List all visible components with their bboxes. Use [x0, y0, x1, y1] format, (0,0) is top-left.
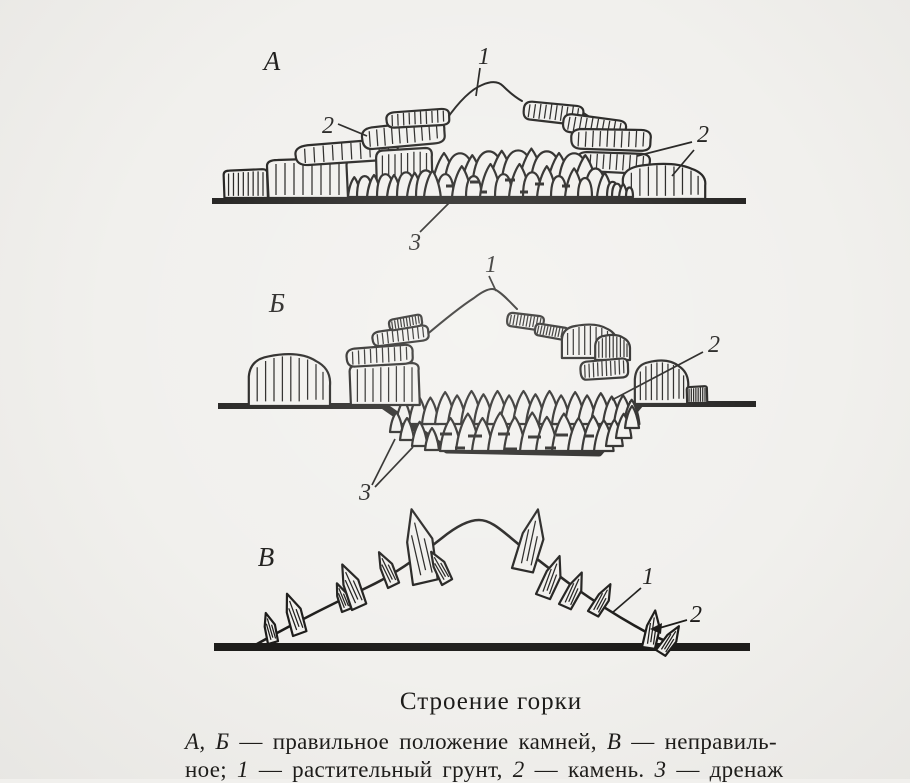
mound-profile-v: [257, 520, 678, 645]
callout-1-label-v: 1: [642, 564, 654, 590]
legend-key-3: 3: [654, 757, 666, 782]
legend-line-1: А, Б — правильное положение камней, В — …: [185, 728, 797, 756]
figure-illustration: А 1 2 2 3: [0, 0, 910, 680]
callout-3-leaders-b: [372, 439, 413, 487]
legend-text: ное;: [185, 757, 237, 782]
callout-3-leader-a: [420, 203, 449, 232]
callout-3-label-a: 3: [408, 230, 421, 256]
legend-text: — растительный грунт,: [249, 757, 513, 782]
legend-text: — камень.: [525, 757, 655, 782]
callout-2-label-b: 2: [708, 332, 720, 358]
figure-caption: Строение горки А, Б — правильное положен…: [185, 688, 797, 783]
callout-1-leader-a: [476, 68, 480, 96]
diagram-a: А 1 2 2 3: [212, 44, 746, 256]
legend-key-2: 2: [513, 757, 525, 782]
callout-1-label-a: 1: [478, 44, 490, 70]
mound-profile-b: [424, 289, 517, 337]
diagram-v: В 1 2: [214, 506, 750, 657]
legend-text: — дренаж: [666, 757, 783, 782]
stone-group-v: [260, 506, 684, 657]
legend-key-1: 1: [237, 757, 249, 782]
diagram-a-label: А: [262, 46, 281, 76]
pebble-cluster-b: [390, 391, 639, 451]
callout-1-leader-v: [612, 588, 641, 613]
callout-2-left-leader-a: [338, 124, 367, 136]
callout-2-right-label-a: 2: [697, 122, 709, 148]
figure-title: Строение горки: [185, 688, 797, 716]
legend-text: — неправиль-: [621, 729, 777, 754]
legend-text: — правильное положение камней,: [229, 729, 607, 754]
diagram-v-label: В: [258, 542, 275, 572]
diagram-b-label: Б: [268, 288, 285, 318]
figure-legend: А, Б — правильное положение камней, В — …: [185, 728, 797, 783]
diagram-b: Б 1 2 3: [218, 252, 756, 506]
callout-3-label-b: 3: [358, 480, 371, 506]
legend-key-v: В: [607, 729, 621, 754]
callout-2-label-v: 2: [690, 602, 702, 628]
stone-group-b: [249, 311, 707, 406]
callout-2-left-label-a: 2: [322, 113, 334, 139]
legend-keys-ab: А, Б: [185, 729, 229, 754]
callout-1-label-b: 1: [485, 252, 497, 278]
